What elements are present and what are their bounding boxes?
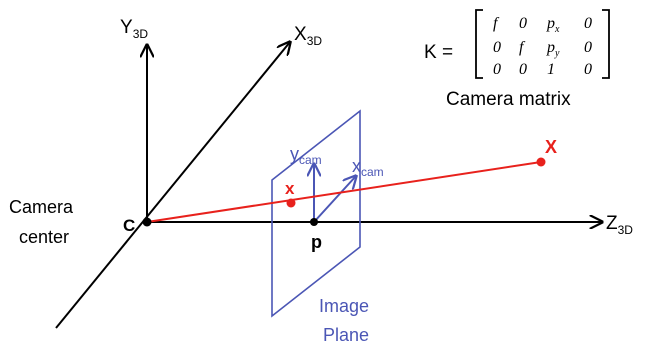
matrix-cell-r0-c2: px xyxy=(546,15,560,35)
matrix-cell-r1-c1: f xyxy=(519,39,526,56)
matrix-cell-r0-c1: 0 xyxy=(519,15,527,32)
matrix-cell-r2-c3: 0 xyxy=(584,61,592,78)
image-plane xyxy=(271,109,361,318)
xcam-axis-label: xcam xyxy=(352,156,384,179)
matrix-cell-r2-c2: 1 xyxy=(547,61,555,78)
z3d-axis-label: Z3D xyxy=(606,213,633,237)
camera-center-label-line2: center xyxy=(19,227,69,247)
matrix-cell-r0-c3: 0 xyxy=(584,15,592,32)
camera-matrix-caption: Camera matrix xyxy=(446,89,571,110)
matrix-cell-r1-c3: 0 xyxy=(584,39,592,56)
y3d-axis-label: Y3D xyxy=(120,17,148,41)
matrix-lhs: K = xyxy=(424,42,453,63)
ycam-axis-label: ycam xyxy=(290,144,322,167)
camera-center-letter: C xyxy=(123,216,135,235)
matrix-cell-r0-c0: f xyxy=(493,15,500,32)
image-plane-label-line1: Image xyxy=(319,296,369,316)
xcam-axis-line xyxy=(313,176,356,223)
matrix-cell-r2-c0: 0 xyxy=(493,61,501,78)
matrix-left-bracket xyxy=(475,9,483,79)
image-plane-label-line2: Plane xyxy=(323,325,369,345)
image-point-label: x xyxy=(285,179,295,198)
x3d-axis-line xyxy=(55,42,290,329)
matrix-cell-r1-c2: py xyxy=(546,39,560,59)
matrix-body: f 0 px 0 0 f py 0 0 0 1 0 xyxy=(493,15,592,78)
x3d-axis-label: X3D xyxy=(294,24,322,48)
matrix-cell-r2-c1: 0 xyxy=(519,61,527,78)
image-point-dot xyxy=(286,198,296,208)
projection-ray xyxy=(146,161,542,223)
world-point-dot xyxy=(536,157,546,167)
principal-point-dot xyxy=(310,218,318,226)
matrix-right-bracket xyxy=(602,9,610,79)
world-point-label: X xyxy=(545,137,557,157)
camera-center-dot xyxy=(142,217,152,227)
principal-point-label: p xyxy=(311,232,322,252)
matrix-cell-r1-c0: 0 xyxy=(493,39,501,56)
camera-center-label-line1: Camera xyxy=(9,197,74,217)
